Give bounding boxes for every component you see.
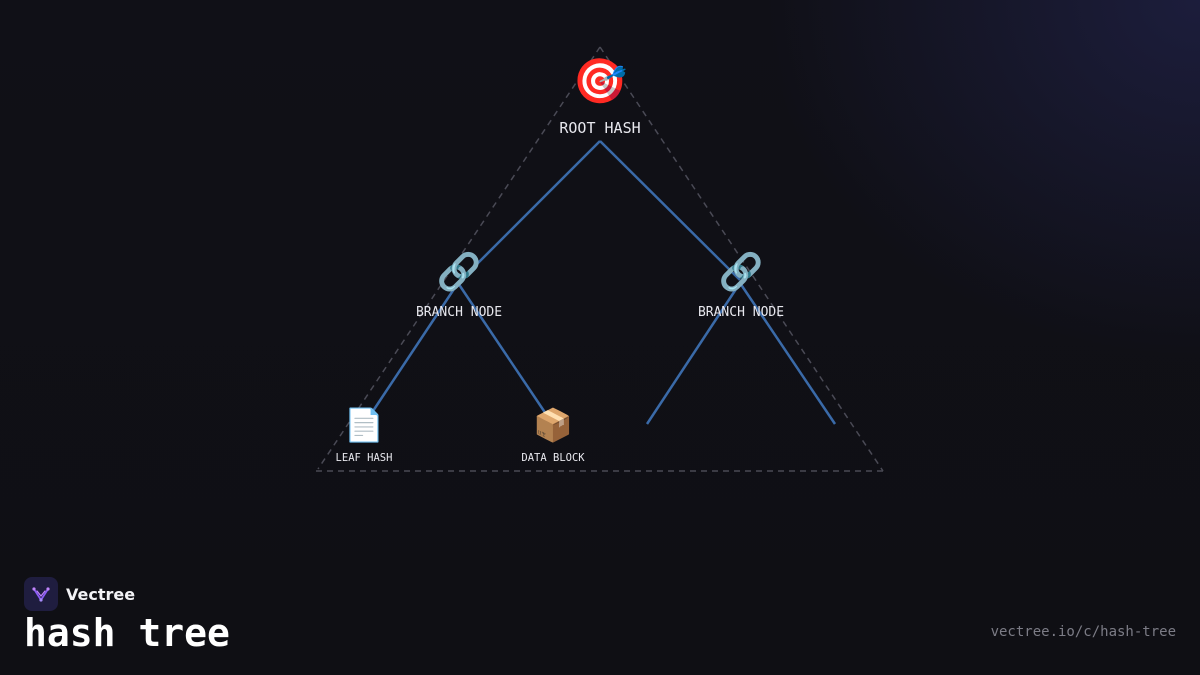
tree-edges	[369, 140, 837, 425]
outline-right-edge	[599, 46, 884, 472]
vectree-logo-icon	[24, 577, 58, 611]
brand-name: Vectree	[66, 584, 136, 604]
branch-node-label-right: BRANCH NODE	[698, 305, 784, 320]
link-icon: 🔗	[437, 250, 482, 293]
node-branch-left: 🔗 BRANCH NODE	[416, 250, 502, 320]
link-icon: 🔗	[719, 250, 764, 293]
node-root: 🎯 ROOT HASH	[559, 56, 640, 137]
node-leaf-hash: 📄 LEAF HASH	[336, 406, 393, 464]
root-hash-label: ROOT HASH	[559, 119, 640, 137]
page-title: hash tree	[24, 611, 230, 655]
edge-root-branch-left	[460, 140, 601, 281]
target-icon: 🎯	[573, 56, 628, 107]
data-block-label: DATA BLOCK	[521, 452, 585, 464]
package-icon: 📦	[533, 406, 573, 444]
branch-node-label-left: BRANCH NODE	[416, 305, 502, 320]
brand: Vectree	[24, 577, 135, 611]
edge-branch-left-leaf	[369, 282, 460, 415]
page-url: vectree.io/c/hash-tree	[990, 624, 1176, 640]
edge-branch-left-data	[456, 282, 548, 415]
page-icon: 📄	[344, 406, 384, 444]
edge-branch-right-child-b	[738, 282, 837, 425]
edge-branch-right-child-a	[645, 282, 742, 425]
edge-root-branch-right	[599, 140, 741, 281]
node-data-block: 📦 DATA BLOCK	[521, 406, 585, 464]
node-branch-right: 🔗 BRANCH NODE	[698, 250, 784, 320]
leaf-hash-label: LEAF HASH	[336, 452, 393, 464]
tree-outline	[316, 46, 884, 472]
outline-left-edge	[317, 46, 601, 470]
